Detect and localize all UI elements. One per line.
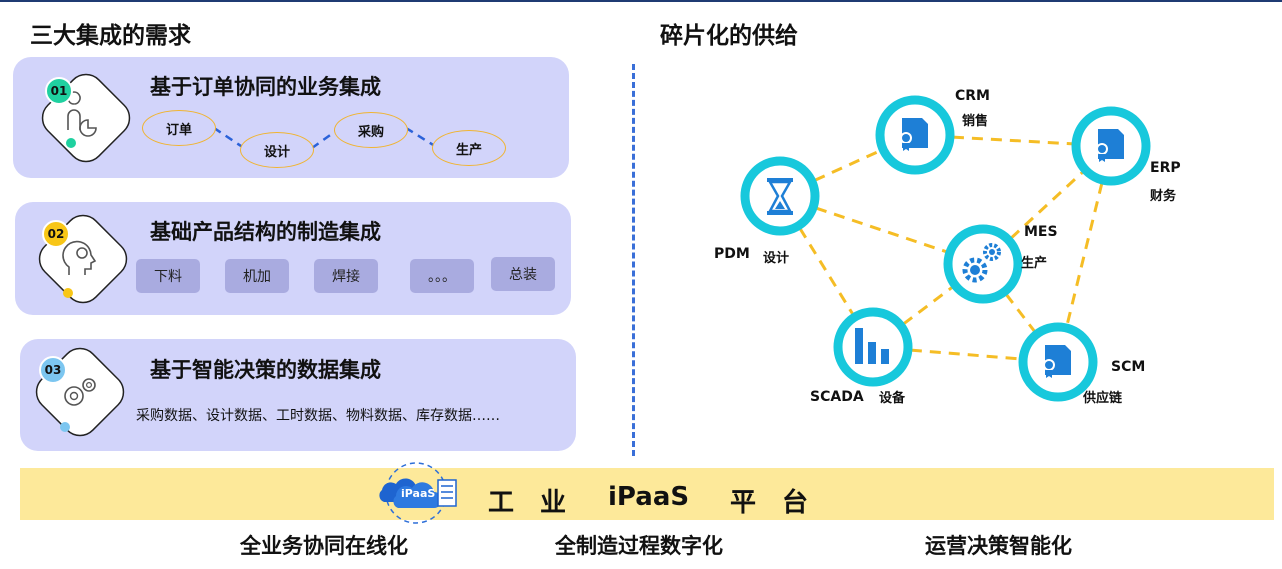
process-assembly: 总装 [491, 257, 555, 291]
node-mes [943, 224, 1023, 304]
badge-03: 03 [39, 356, 67, 384]
outcome-manufacturing-digital: 全制造过程数字化 [555, 534, 723, 558]
node-crm [875, 95, 955, 175]
process-cutting: 下料 [136, 259, 200, 293]
erp-label: ERP [1150, 160, 1181, 176]
crm-label: CRM [955, 88, 990, 104]
gear-icon [82, 378, 96, 392]
pdm-sublabel: 设计 [763, 251, 790, 266]
ipaas-logo [379, 462, 457, 524]
platform-word-ipaas: iPaaS [608, 482, 690, 512]
scada-label: SCADA [810, 389, 864, 405]
gear-icon [64, 386, 84, 406]
platform-word-industrial: 工 业 [488, 488, 567, 518]
step-purchase: 采购 [334, 112, 408, 148]
platform-band [20, 468, 1274, 520]
cloud-icon [393, 482, 442, 508]
scm-label: SCM [1111, 359, 1146, 375]
right-section-title: 碎片化的供给 [660, 23, 798, 49]
head-gear-icon [62, 240, 97, 275]
bar-chart-icon [855, 328, 889, 364]
node-scada [833, 307, 913, 387]
pie-chart-icon [79, 119, 97, 137]
pdm-label: PDM [714, 246, 750, 262]
badge-dot [66, 138, 76, 148]
platform-word-platform: 平 台 [730, 488, 809, 518]
badge-01: 01 [45, 77, 73, 105]
hourglass-icon [767, 178, 793, 215]
scada-sublabel: 设备 [879, 391, 906, 406]
crm-sublabel: 销售 [962, 114, 989, 129]
card2-title: 基础产品结构的制造集成 [150, 220, 381, 244]
outcome-business-online: 全业务协同在线化 [240, 534, 408, 558]
badge-dot [60, 422, 70, 432]
mes-sublabel: 生产 [1021, 256, 1048, 271]
top-border [0, 0, 1282, 2]
card3-title: 基于智能决策的数据集成 [150, 358, 381, 382]
ipaas-logo-text: iPaaS [401, 487, 436, 500]
mes-label: MES [1024, 224, 1058, 240]
process-machining: 机加 [225, 259, 289, 293]
process-welding: 焊接 [314, 259, 378, 293]
badge-dot [63, 288, 73, 298]
data-types-text: 采购数据、设计数据、工时数据、物料数据、库存数据…… [136, 408, 500, 424]
gears-icon [962, 243, 1001, 283]
left-section-title: 三大集成的需求 [30, 23, 191, 49]
section-divider [632, 64, 635, 456]
node-pdm [740, 156, 820, 236]
erp-sublabel: 财务 [1150, 189, 1177, 204]
step-production: 生产 [432, 130, 506, 166]
process-ellipsis: 。。。 [410, 259, 474, 293]
node-erp [1071, 106, 1151, 186]
step-design: 设计 [240, 132, 314, 168]
card1-title: 基于订单协同的业务集成 [150, 75, 381, 99]
badge-02: 02 [42, 220, 70, 248]
scm-sublabel: 供应链 [1083, 391, 1123, 406]
outcome-decision-intelligent: 运营决策智能化 [925, 534, 1072, 558]
step-order: 订单 [142, 110, 216, 146]
server-icon [437, 479, 457, 507]
node-scm [1018, 322, 1098, 402]
person-icon [67, 91, 81, 105]
